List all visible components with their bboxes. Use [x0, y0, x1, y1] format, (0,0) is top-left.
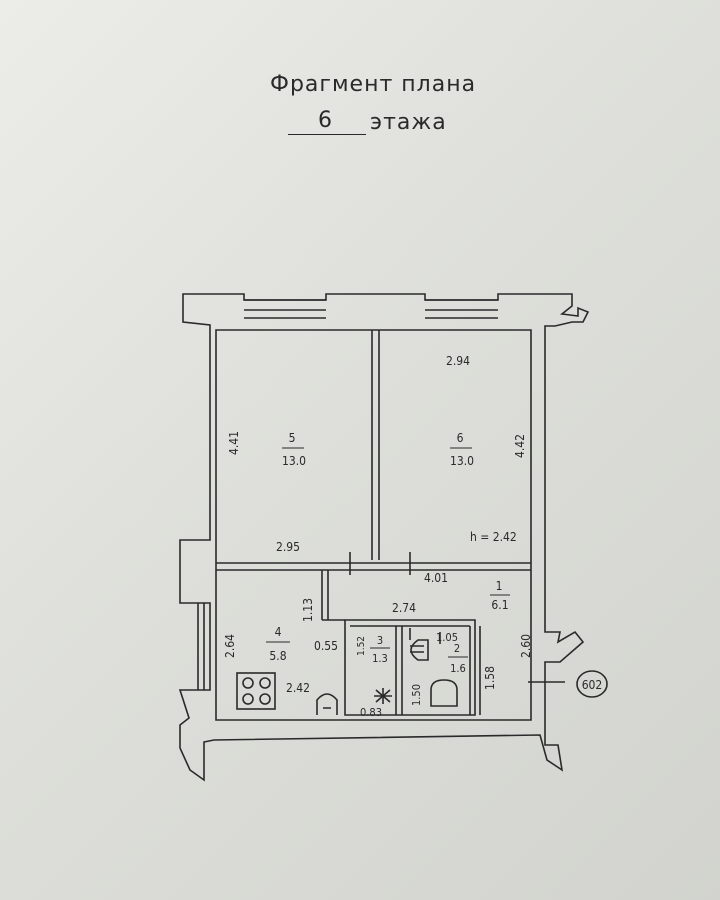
room-area: 6.1	[491, 598, 508, 612]
wc-bowl	[430, 679, 458, 707]
dim-room6-height: 4.42	[513, 434, 527, 458]
floor-number: 6	[318, 108, 332, 133]
bath-block	[344, 619, 476, 716]
dim-kitchen-gap: 0.55	[314, 639, 338, 653]
window-right	[425, 299, 498, 319]
dim-ceiling-height: h = 2.42	[470, 530, 517, 544]
dim-hall-width: 4.01	[424, 571, 448, 585]
door-ticks	[349, 552, 565, 683]
room-area: 1.6	[450, 662, 466, 675]
dim-room3-depth: 1.52	[356, 636, 367, 656]
urinal-sink	[410, 645, 424, 653]
room-2-label: 2 1.6	[448, 642, 468, 675]
dim-hall-left-depth: 1.13	[301, 598, 315, 622]
floor-number-underline	[288, 134, 366, 135]
room-number: 4	[275, 625, 282, 639]
partition-horizontal	[216, 562, 531, 571]
partition-kitchen	[321, 570, 345, 621]
dim-right-wall-length: 2.60	[519, 634, 533, 658]
room-5-label: 5 13.0	[282, 431, 306, 468]
dim-kitchen-height: 2.64	[223, 634, 237, 658]
dim-hall-right-depth: 1.58	[483, 666, 497, 690]
room-1-label: 1 6.1	[490, 579, 510, 612]
grid-axis-label: 602	[582, 678, 603, 692]
inner-wall-outline	[215, 329, 532, 721]
window-left	[244, 299, 326, 319]
dim-room5-width: 2.95	[276, 540, 300, 554]
wash-basin	[410, 639, 429, 661]
floor-word: этажа	[370, 110, 447, 135]
dim-room2-depth: 1.50	[410, 684, 423, 706]
room-area: 5.8	[269, 649, 286, 663]
kitchen-sink	[316, 693, 338, 715]
dim-room5-height: 4.41	[227, 431, 241, 455]
stove	[236, 672, 276, 710]
room-4-label: 4 5.8	[266, 625, 290, 663]
dim-room6-top-width: 2.94	[446, 354, 470, 368]
grid-axis-bubble	[576, 670, 608, 698]
outer-wall	[178, 293, 590, 782]
room-area: 13.0	[450, 454, 474, 468]
shower-drain	[374, 688, 392, 704]
room-number: 5	[289, 431, 296, 445]
dim-corridor-width: 2.74	[392, 601, 416, 615]
dim-kitchen-width: 2.42	[286, 681, 310, 695]
room-number: 2	[454, 642, 460, 655]
room-6-label: 6 13.0	[450, 431, 474, 468]
partition-5-6	[371, 330, 380, 560]
window-side	[197, 603, 205, 690]
dim-room3-width: 0.83	[360, 706, 382, 719]
bath-partition-a	[395, 626, 403, 715]
room-3-label: 3 1.3	[370, 634, 390, 665]
dim-room2-width: 1.05	[436, 631, 458, 644]
room-number: 1	[496, 579, 503, 593]
room-number: 3	[377, 634, 383, 647]
room-area: 13.0	[282, 454, 306, 468]
room-area: 1.3	[372, 652, 388, 665]
room-number: 6	[457, 431, 464, 445]
plan-title: Фрагмент плана	[270, 72, 477, 97]
bath-partition-b	[469, 626, 481, 715]
